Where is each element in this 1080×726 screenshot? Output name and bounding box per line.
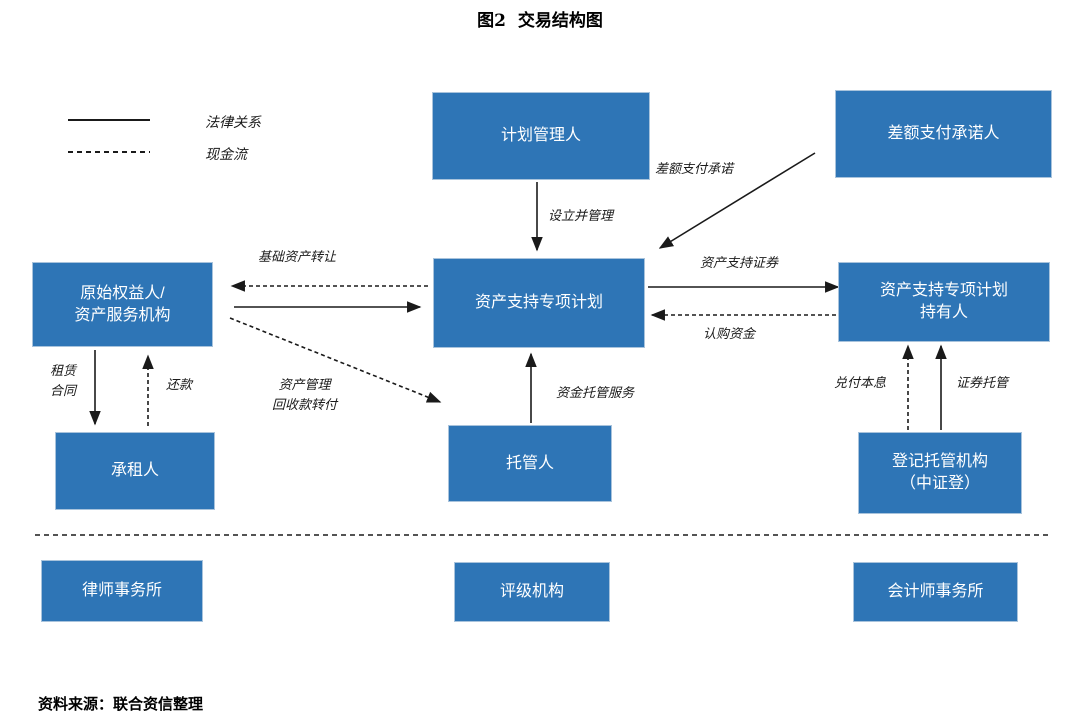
edge-label-collection-transfer: 资产管理 回收款转付 [272, 378, 338, 414]
edge-label-fund-custody-service: 资金托管服务 [556, 386, 635, 401]
arrow-diff-payment-promise [658, 152, 816, 249]
node-custodian: 托管人 [448, 425, 612, 502]
edge-label-diff-payment-promise: 差额支付承诺 [655, 162, 734, 177]
edge-label-asset-transfer: 基础资产转让 [258, 250, 337, 265]
node-abs-special-plan: 资产支持专项计划 [433, 258, 645, 348]
edge-label-securities-custody: 证券托管 [956, 376, 1009, 391]
node-lessee: 承租人 [55, 432, 215, 510]
node-abs-plan-holders: 资产支持专项计划 持有人 [838, 262, 1050, 342]
edge-label-establish-manage: 设立并管理 [548, 209, 614, 224]
edge-label-repayment: 还款 [166, 378, 193, 393]
edge-label-abs-securities: 资产支持证券 [700, 256, 779, 271]
edge-label-subscription-funds: 认购资金 [703, 327, 756, 342]
legend-label-cash-flow: 现金流 [205, 147, 247, 163]
node-law-firm: 律师事务所 [41, 560, 203, 622]
node-rating-agency: 评级机构 [454, 562, 610, 622]
node-plan-manager: 计划管理人 [432, 92, 650, 180]
source-note: 资料来源：联合资信整理 [38, 695, 204, 713]
arrow-collection-transfer [229, 317, 442, 403]
edge-label-redeem-principal-interest: 兑付本息 [834, 376, 887, 391]
figure-title: 图2 交易结构图 [477, 11, 603, 31]
node-difference-payment-promisor: 差额支付承诺人 [835, 90, 1052, 178]
node-accounting-firm: 会计师事务所 [853, 562, 1018, 622]
edge-label-lease-contract: 租赁 合同 [50, 364, 77, 400]
legend-label-legal-relationship: 法律关系 [205, 115, 261, 131]
node-originator-asset-servicer: 原始权益人/ 资产服务机构 [32, 262, 213, 347]
node-registrar-csdc: 登记托管机构 （中证登） [858, 432, 1022, 514]
